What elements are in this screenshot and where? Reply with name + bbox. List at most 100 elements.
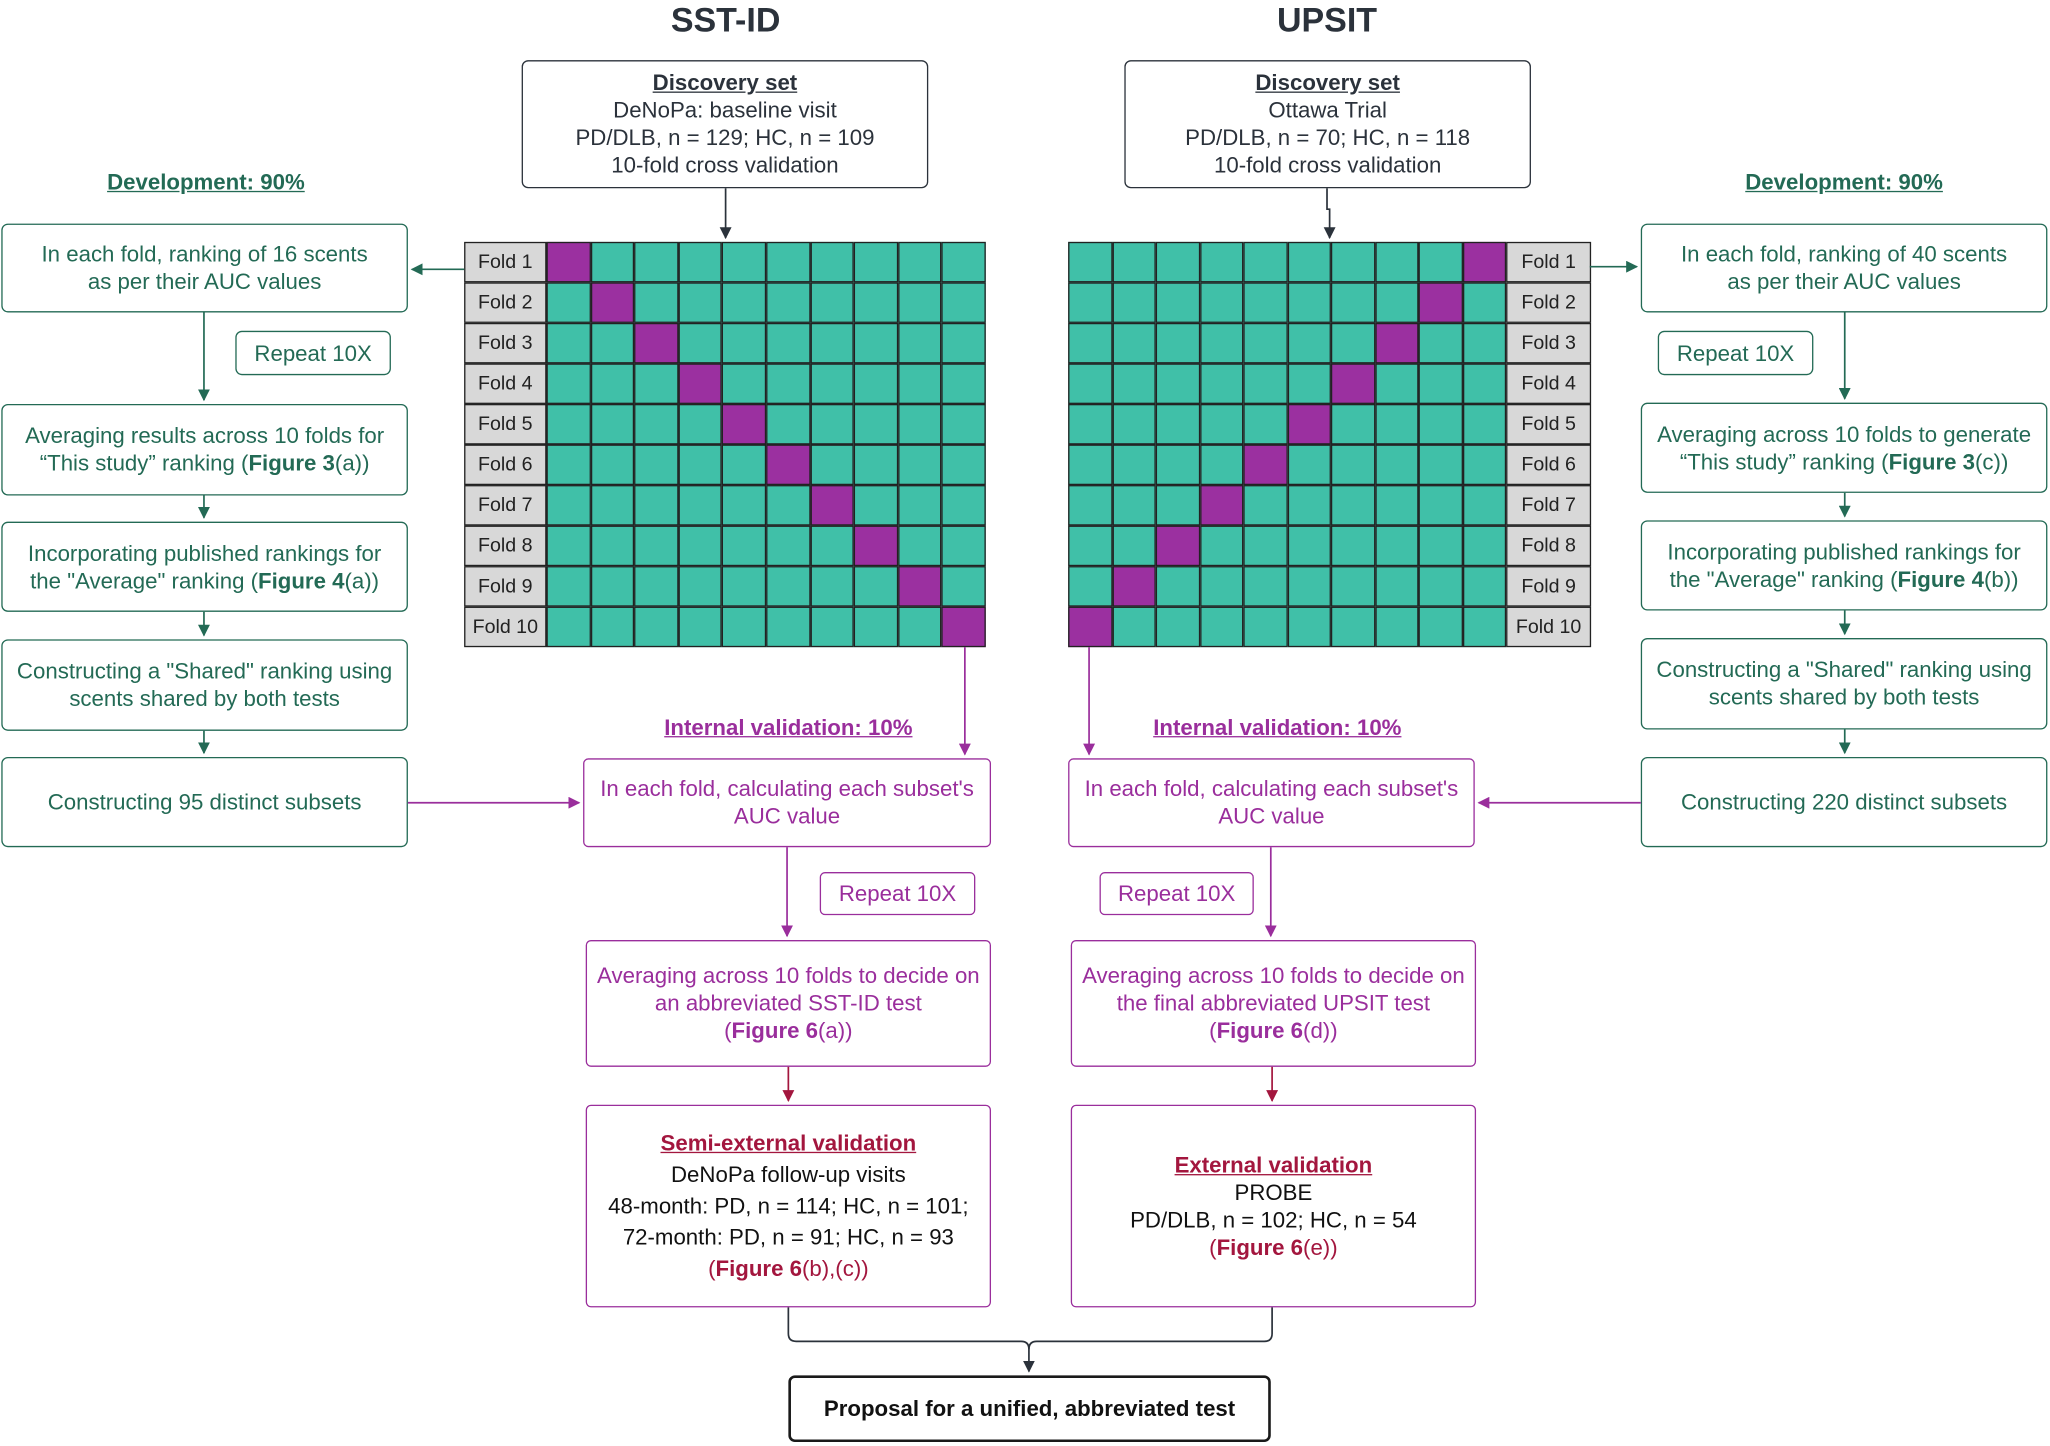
- training-cell: [1418, 525, 1463, 567]
- decide-line-2: an abbreviated SST-ID test: [654, 991, 922, 1016]
- shared-box-right: Constructing a "Shared" ranking using sc…: [1640, 638, 2048, 730]
- training-cell: [634, 525, 679, 567]
- validation-cell: [546, 241, 591, 283]
- arrow-merge-final-right: [1028, 1307, 1273, 1350]
- decide-line-1: Averaging across 10 folds to decide on: [597, 963, 980, 989]
- training-cell: [766, 485, 811, 526]
- training-cell: [590, 485, 635, 526]
- arrow-merge-final-left: [787, 1307, 1035, 1373]
- training-cell: [766, 525, 811, 567]
- training-cell: [1155, 444, 1200, 486]
- figure-ref: Figure 6: [715, 1255, 802, 1281]
- training-cell: [1199, 566, 1244, 607]
- development-label-left: Development: 90%: [107, 169, 305, 195]
- figure-ref: Figure 6: [1216, 1018, 1304, 1044]
- validation-line-2: 48-month: PD, n = 114; HC, n = 101;: [608, 1193, 969, 1218]
- subsets-box-left: Constructing 95 distinct subsets: [1, 756, 408, 848]
- training-cell: [897, 282, 942, 323]
- subsets-box-right: Constructing 220 distinct subsets: [1640, 756, 2048, 848]
- decide-line-1: Averaging across 10 folds to decide on: [1082, 963, 1465, 989]
- training-cell: [766, 322, 811, 364]
- discovery-counts: PD/DLB, n = 70; HC, n = 118: [1185, 125, 1471, 151]
- training-cell: [1462, 485, 1507, 526]
- training-cell: [1462, 403, 1507, 445]
- fold-label: Fold 4: [464, 363, 547, 404]
- figure-panel: (b)): [1983, 566, 2019, 592]
- fold-label: Fold 5: [464, 403, 547, 445]
- decide-line-2: the final abbreviated UPSIT test: [1116, 991, 1431, 1016]
- training-cell: [897, 485, 942, 526]
- training-cell: [853, 606, 898, 648]
- development-label-right: Development: 90%: [1745, 169, 1943, 195]
- training-cell: [590, 525, 635, 567]
- semi-external-validation-box: Semi-external validation DeNoPa follow-u…: [585, 1104, 992, 1308]
- incorporating-line-1: Incorporating published rankings for: [27, 540, 382, 566]
- training-cell: [590, 606, 635, 648]
- training-cell: [1155, 363, 1200, 404]
- training-cell: [634, 606, 679, 648]
- training-cell: [1155, 322, 1200, 364]
- training-cell: [1243, 363, 1288, 404]
- training-cell: [897, 606, 942, 648]
- training-cell: [678, 241, 723, 283]
- validation-cell: [1155, 525, 1200, 567]
- discovery-title: Discovery set: [652, 70, 798, 96]
- figure-ref: Figure 6: [1216, 1234, 1304, 1260]
- discovery-set-upsit: Discovery set Ottawa Trial PD/DLB, n = 7…: [1124, 60, 1531, 189]
- training-cell: [810, 241, 854, 283]
- discovery-method: 10-fold cross validation: [1214, 152, 1442, 178]
- incorporating-box-right: Incorporating published rankings for the…: [1640, 520, 2048, 611]
- training-cell: [810, 444, 854, 486]
- repeat-box-left: Repeat 10X: [235, 330, 391, 376]
- training-cell: [722, 606, 767, 648]
- training-cell: [1374, 363, 1419, 404]
- training-cell: [678, 606, 723, 648]
- averaging-line-1: Averaging across 10 folds to generate: [1657, 421, 2032, 447]
- decide-box-right: Averaging across 10 folds to decide on t…: [1070, 940, 1477, 1067]
- paren-open: (: [1209, 1018, 1217, 1044]
- fold-label: Fold 8: [464, 525, 547, 567]
- validation-cell: [722, 403, 767, 445]
- validation-cell: [941, 606, 986, 648]
- averaging-box-left: Averaging results across 10 folds for “T…: [1, 403, 408, 496]
- final-proposal-box: Proposal for a unified, abbreviated test: [788, 1375, 1271, 1443]
- training-cell: [941, 485, 986, 526]
- training-cell: [853, 322, 898, 364]
- training-cell: [897, 363, 942, 404]
- training-cell: [853, 282, 898, 323]
- training-cell: [1287, 485, 1331, 526]
- training-cell: [897, 403, 942, 445]
- training-cell: [766, 363, 811, 404]
- validation-title: External validation: [1174, 1152, 1373, 1178]
- averaging-text: “This study” ranking (: [1679, 449, 1889, 474]
- training-cell: [1068, 403, 1112, 445]
- incorporating-line-2: the "Average" ranking (Figure 4(b)): [1670, 565, 2019, 592]
- training-cell: [1243, 606, 1288, 648]
- training-cell: [1068, 282, 1112, 323]
- training-cell: [1155, 241, 1200, 283]
- training-cell: [810, 566, 854, 607]
- paren-open: (: [1209, 1234, 1217, 1260]
- training-cell: [1155, 282, 1200, 323]
- training-cell: [1462, 282, 1507, 323]
- averaging-line-2: “This study” ranking (Figure 3(a)): [40, 450, 370, 477]
- training-cell: [1462, 322, 1507, 364]
- validation-cell: [1111, 566, 1156, 607]
- training-cell: [1155, 566, 1200, 607]
- training-cell: [766, 282, 811, 323]
- training-cell: [853, 241, 898, 283]
- training-cell: [1418, 363, 1463, 404]
- training-cell: [722, 444, 767, 486]
- training-cell: [1111, 241, 1156, 283]
- training-cell: [590, 322, 635, 364]
- training-cell: [546, 525, 591, 567]
- internal-line-2: AUC value: [1218, 804, 1325, 829]
- training-cell: [1111, 444, 1156, 486]
- training-cell: [766, 566, 811, 607]
- training-cell: [853, 485, 898, 526]
- training-cell: [1330, 444, 1375, 486]
- figure-ref: Figure 4: [1897, 566, 1984, 592]
- discovery-method: 10-fold cross validation: [611, 152, 839, 178]
- training-cell: [897, 444, 942, 486]
- training-cell: [1330, 241, 1375, 283]
